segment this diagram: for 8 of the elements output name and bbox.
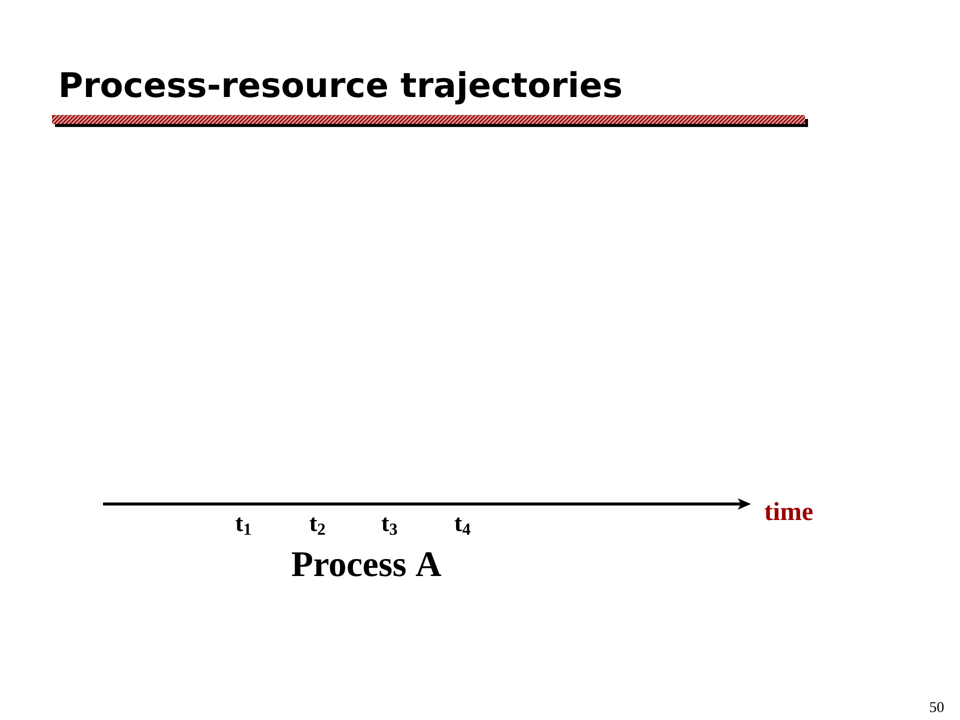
- tick-label: t$_{3}$: [382, 518, 398, 535]
- tick-label: t$_{4}$: [454, 518, 470, 535]
- tick-label: t$_{2}$: [310, 518, 325, 535]
- process-label: Process A: [292, 552, 442, 576]
- slide-title: Process-resource trajectories: [61, 71, 621, 104]
- page-number: 50: [930, 702, 944, 712]
- tick-label: t$_{1}$: [236, 518, 251, 535]
- axis-label: time: [764, 502, 813, 520]
